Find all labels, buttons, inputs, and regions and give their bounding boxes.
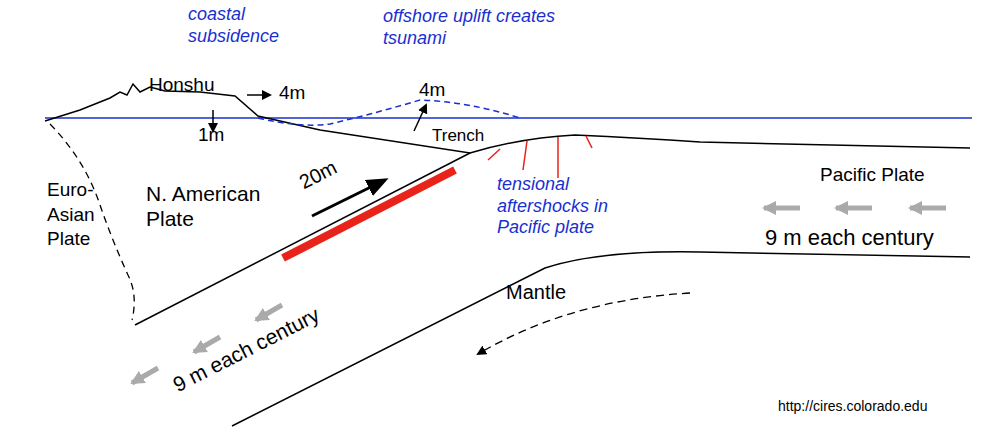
displacement-value: 4m <box>279 82 305 105</box>
plate-name: Euro- Asian Plate <box>47 178 109 252</box>
place-name: Honshu <box>149 74 215 97</box>
layer-name: Mantle <box>506 280 566 304</box>
uplift-arrow <box>414 105 426 131</box>
slab-top <box>135 153 470 325</box>
slip-value: 20m <box>295 155 341 194</box>
rate-label: 9 m each century <box>765 225 934 251</box>
plate-name: N. American Plate <box>146 181 296 231</box>
slab-bottom <box>232 252 970 426</box>
feature-name: Trench <box>432 126 484 146</box>
tsunami-wave <box>258 100 520 125</box>
annotation: coastal subsidence <box>188 4 298 47</box>
horizontal-arrow <box>247 94 270 96</box>
annotation: offshore uplift creates tsunami <box>383 6 583 49</box>
slip-arrow <box>312 180 385 216</box>
displacement-value: 1m <box>198 124 224 147</box>
sea-level <box>45 117 972 119</box>
displacement-value: 4m <box>419 79 445 102</box>
source-url: http://cires.colorado.edu <box>778 398 927 415</box>
aftershock-ticks <box>488 136 592 178</box>
annotation: tensional aftershocks in Pacific plate <box>497 174 647 239</box>
plate-name: Pacific Plate <box>820 164 925 187</box>
rate-label: 9 m each century <box>169 302 324 398</box>
